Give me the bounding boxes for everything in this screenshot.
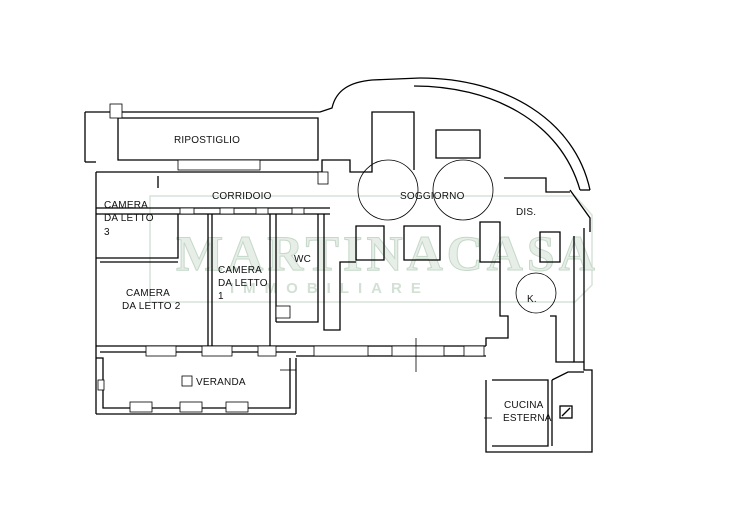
- label-corridoio: CORRIDOIO: [212, 191, 272, 202]
- outer-walls: [84, 77, 593, 453]
- label-soggiorno: SOGGIORNO: [400, 191, 465, 202]
- label-camera1-line2: DA LETTO: [218, 278, 268, 289]
- label-wc: WC: [294, 254, 311, 265]
- room-labels: RIPOSTIGLIO CORRIDOIO SOGGIORNO DIS. CAM…: [104, 135, 552, 424]
- label-camera3-line3: 3: [104, 227, 110, 238]
- watermark: MARTINACASA IMMOBILIARE: [149, 195, 599, 303]
- label-cucina-line2: ESTERNA: [503, 413, 552, 424]
- label-veranda: VERANDA: [196, 377, 246, 388]
- label-camera2-line2: DA LETTO 2: [122, 301, 181, 312]
- label-camera1-line1: CAMERA: [218, 265, 262, 276]
- watermark-subtitle: IMMOBILIARE: [230, 280, 430, 297]
- label-camera3-line1: CAMERA: [104, 200, 148, 211]
- label-camera3-line2: DA LETTO: [104, 213, 154, 224]
- label-camera1-line3: 1: [218, 291, 224, 302]
- watermark-brand: MARTINACASA: [176, 225, 599, 281]
- label-dis: DIS.: [516, 207, 536, 218]
- label-cucina-line1: CUCINA: [504, 400, 544, 411]
- label-ripostiglio: RIPOSTIGLIO: [174, 135, 240, 146]
- label-k: K.: [527, 294, 537, 305]
- windows: [97, 103, 492, 419]
- label-camera2-line1: CAMERA: [126, 288, 170, 299]
